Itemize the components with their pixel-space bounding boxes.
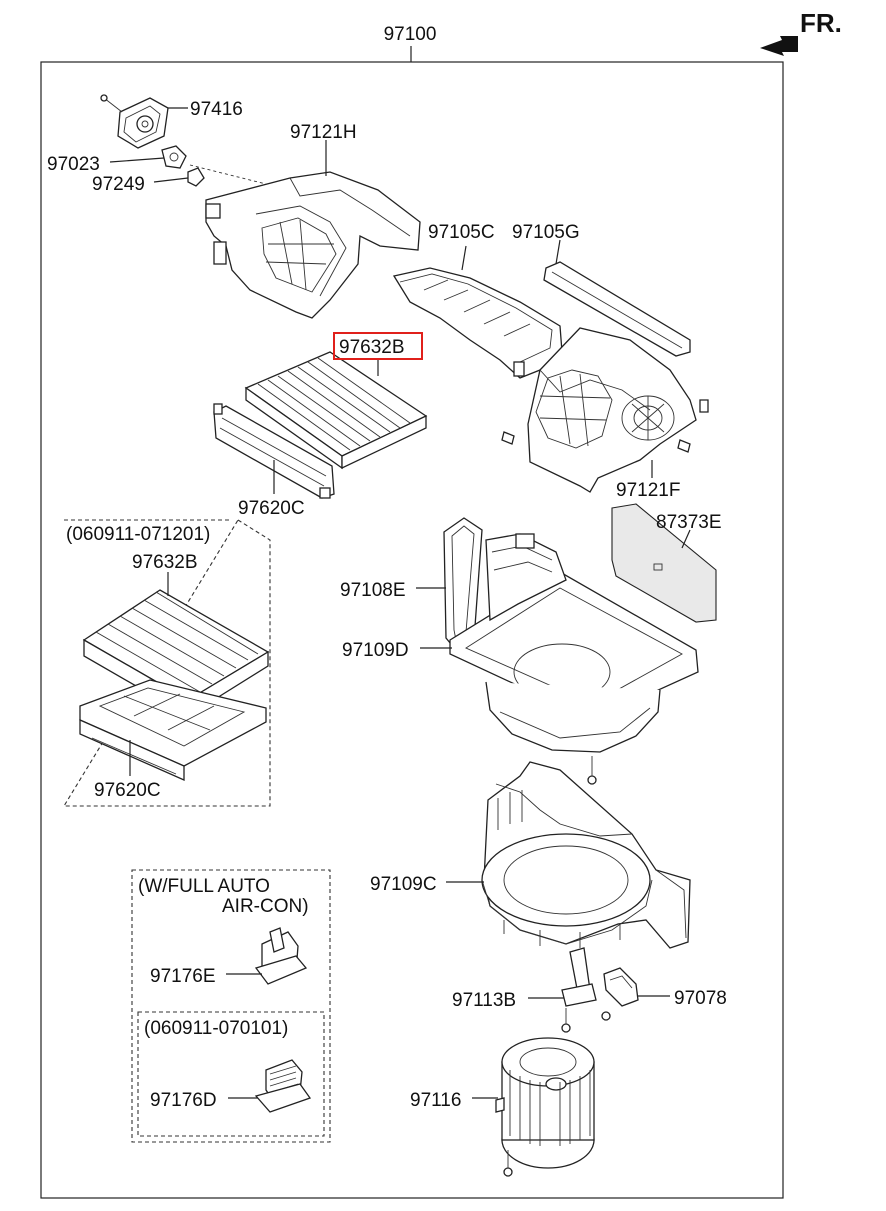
pad-87373E[interactable] — [611, 503, 717, 623]
label-97249[interactable]: 97249 — [92, 174, 145, 195]
label-97113B[interactable]: 97113B — [452, 990, 516, 1011]
leader-97023 — [109, 157, 165, 163]
label-97100[interactable]: 97100 — [384, 24, 437, 45]
label-97176D[interactable]: 97176D — [150, 1090, 217, 1111]
lever-97023[interactable] — [161, 145, 187, 169]
auto-aircon-line2: AIR-CON) — [222, 896, 309, 917]
label-97176E[interactable]: 97176E — [150, 966, 216, 987]
front-arrow-icon — [760, 36, 798, 56]
label-87373E[interactable]: 87373E — [656, 512, 722, 533]
label-97105C[interactable]: 97105C — [428, 222, 495, 243]
intake-case-97121F[interactable] — [501, 327, 709, 493]
alt-filter-group-frame — [63, 519, 271, 807]
leader-87373E — [681, 529, 691, 549]
resistor-97176E[interactable] — [254, 927, 308, 985]
label-97620C-top[interactable]: 97620C — [238, 498, 305, 519]
blower-motor-97116[interactable] — [495, 1037, 595, 1177]
door-97105C[interactable] — [392, 267, 563, 379]
label-97416[interactable]: 97416 — [190, 99, 243, 120]
filter-97632B[interactable] — [244, 351, 428, 470]
gasket-97105G[interactable] — [543, 261, 691, 357]
label-97121H[interactable]: 97121H — [290, 122, 357, 143]
resistor-range: (060911-070101) — [144, 1018, 288, 1039]
label-97632B-alt[interactable]: 97632B — [132, 552, 198, 573]
alt-filter-range: (060911-071201) — [66, 524, 210, 545]
clip-97249[interactable] — [187, 167, 205, 187]
direction-label: FR. — [800, 8, 842, 38]
label-97078[interactable]: 97078 — [674, 988, 727, 1009]
label-97620C-alt[interactable]: 97620C — [94, 780, 161, 801]
label-97023[interactable]: 97023 — [47, 154, 100, 175]
selection-highlight — [333, 332, 423, 360]
leader-97105G — [555, 239, 561, 265]
resistor-97176D[interactable] — [254, 1059, 312, 1113]
resistor-97113B[interactable] — [561, 947, 597, 1033]
label-97105G[interactable]: 97105G — [512, 222, 580, 243]
label-97632B-selected[interactable]: 97632B — [339, 337, 405, 358]
label-97116[interactable]: 97116 — [410, 1090, 461, 1111]
resistor-range-group-frame — [137, 1011, 325, 1137]
blower-case-upper-97109D[interactable] — [449, 533, 699, 785]
label-97109C[interactable]: 97109C — [370, 874, 437, 895]
assembly-frame — [40, 61, 784, 1199]
label-97109D[interactable]: 97109D — [342, 640, 409, 661]
leader-97249 — [153, 177, 189, 183]
filter-cover-97620C-alt[interactable] — [79, 679, 267, 781]
connector-97078[interactable] — [601, 967, 639, 1021]
blower-case-lower-97109C[interactable] — [481, 761, 691, 949]
label-97121F[interactable]: 97121F — [616, 480, 680, 501]
leader-97105C — [461, 245, 467, 271]
filter-cover-97620C[interactable] — [213, 403, 335, 499]
label-97108E[interactable]: 97108E — [340, 580, 406, 601]
upper-case-97121H[interactable] — [205, 171, 421, 319]
actuator-97416[interactable] — [100, 94, 169, 149]
auto-aircon-group-frame — [131, 869, 331, 1143]
auto-aircon-line1: (W/FULL AUTO — [138, 876, 270, 897]
